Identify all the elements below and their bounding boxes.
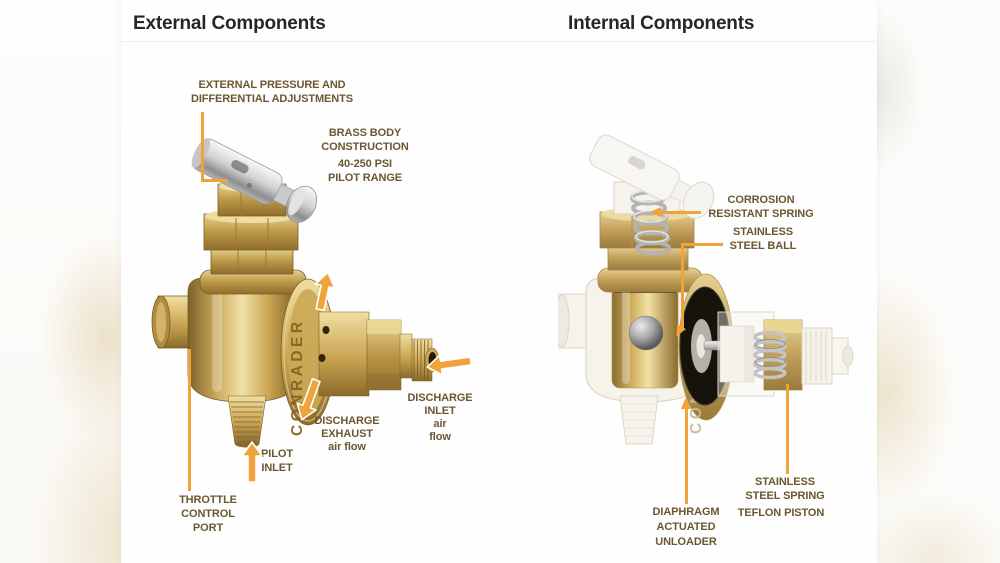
- external-valve-body: CONRADER: [151, 138, 439, 448]
- steel-ball-leader-line: [681, 243, 684, 329]
- header-divider: [121, 41, 877, 42]
- discharge-flow-up-arrow-icon: [314, 271, 336, 312]
- corrosion-spring-leader-arrowhead-icon: [650, 207, 661, 217]
- steel-ball-shape: [628, 315, 664, 351]
- label-steel-spring: STAINLESS STEEL SPRING: [745, 476, 825, 502]
- label-teflon-piston: TEFLON PISTON: [737, 507, 825, 519]
- internal-panel-title: Internal Components: [568, 13, 755, 34]
- steel-spring-shape: [753, 330, 787, 380]
- steel-ball-leader-line: [681, 243, 723, 246]
- label-discharge-exhaust: DISCHARGE EXHAUST air flow: [314, 415, 380, 453]
- label-pilot-range: 40-250 PSI PILOT RANGE: [327, 158, 403, 184]
- label-corrosion-spring: CORROSION RESISTANT SPRING: [708, 194, 814, 220]
- internal-valve-illustration: CONRADER: [558, 134, 854, 445]
- blurred-right-margin: [877, 0, 1000, 563]
- internal-valve-body: CONRADER: [558, 134, 854, 445]
- chrome-lever: [191, 138, 318, 223]
- diaphragm-leader-line: [685, 409, 688, 504]
- label-throttle-port: THROTTLE CONTROL PORT: [179, 494, 237, 534]
- steel-spring-leader-line: [786, 384, 789, 474]
- diaphragm-leader-arrowhead-icon: [681, 397, 691, 409]
- adjustments-leader-line: [201, 112, 204, 182]
- throttle-leader-line: [188, 349, 191, 491]
- adjustments-leader-line: [201, 179, 228, 182]
- label-brass-body: BRASS BODY CONSTRUCTION: [321, 127, 409, 153]
- label-adjustments: EXTERNAL PRESSURE AND DIFFERENTIAL ADJUS…: [191, 79, 353, 105]
- discharge-inlet-left-arrow-icon: [426, 354, 473, 376]
- ghost-chrome-lever: [589, 134, 715, 219]
- pilot-inlet-up-arrow-icon: [241, 441, 263, 483]
- blurred-left-margin: [0, 0, 121, 563]
- label-steel-ball: STAINLESS STEEL BALL: [729, 226, 797, 252]
- external-valve-illustration: CONRADER: [151, 138, 439, 448]
- label-pilot-inlet: PILOT INLET: [261, 448, 293, 474]
- external-panel-title: External Components: [133, 13, 326, 34]
- discharge-exhaust-down-arrow-icon: [296, 378, 321, 421]
- corrosion-spring-leader-line: [661, 211, 701, 214]
- label-discharge-inlet: DISCHARGE INLET air flow: [407, 392, 473, 443]
- label-diaphragm-unloader: DIAPHRAGM ACTUATED UNLOADER: [652, 506, 720, 548]
